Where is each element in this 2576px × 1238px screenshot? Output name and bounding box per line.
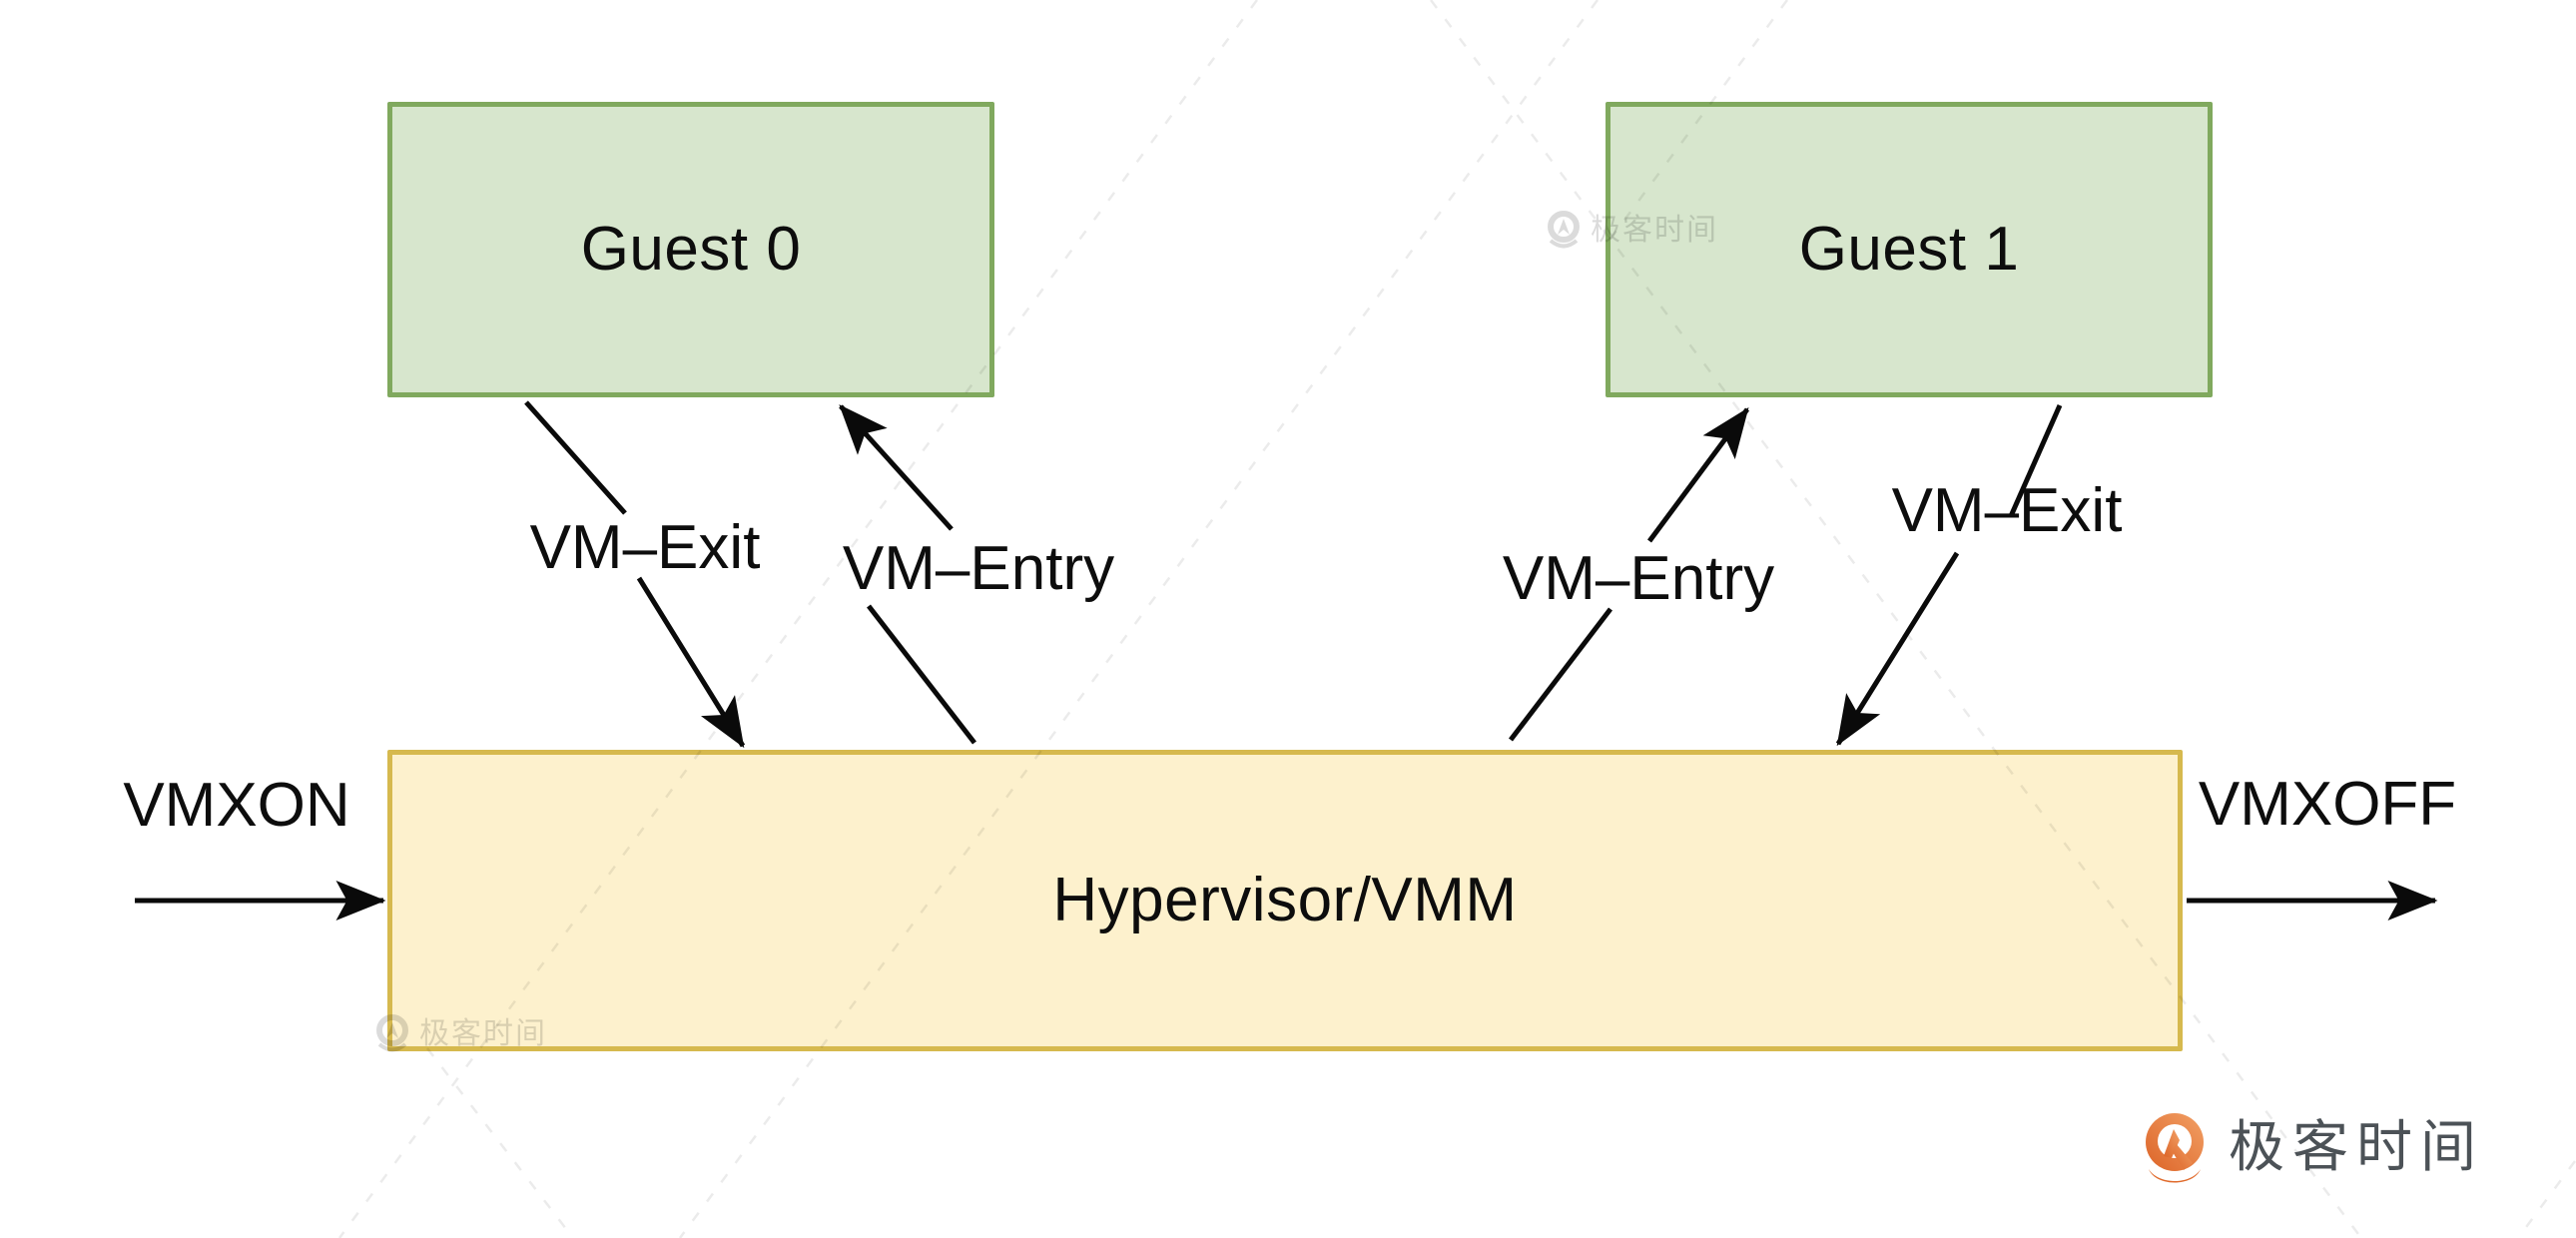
guest0-box: Guest 0 — [387, 102, 994, 397]
guest0-label: Guest 0 — [580, 215, 802, 284]
lattice-line — [2516, 1160, 2576, 1238]
vm-exit-arrow-guest1 — [1835, 403, 2063, 747]
hypervisor-label: Hypervisor/VMM — [1052, 866, 1518, 934]
guest1-box: Guest 1 — [1606, 102, 2213, 397]
vm-exit-label-right: VM–Exit — [1891, 476, 2123, 545]
vm-entry-label-right: VM–Entry — [1502, 544, 1775, 613]
geektime-brand-text: 极客时间 — [2229, 1115, 2484, 1178]
guest1-label: Guest 1 — [1798, 215, 2020, 284]
geektime-brand: 极客时间 — [2143, 1106, 2484, 1188]
vm-entry-label-left: VM–Entry — [842, 534, 1115, 603]
vmxon-label: VMXON — [123, 771, 350, 840]
hypervisor-box: Hypervisor/VMM — [387, 750, 2183, 1051]
watermark-logo-icon — [1548, 211, 1580, 249]
vm-exit-label-left: VM–Exit — [529, 513, 761, 582]
lattice-line — [426, 1047, 574, 1238]
vmxoff-label: VMXOFF — [2198, 770, 2457, 839]
geektime-logo-icon — [2146, 1113, 2204, 1183]
